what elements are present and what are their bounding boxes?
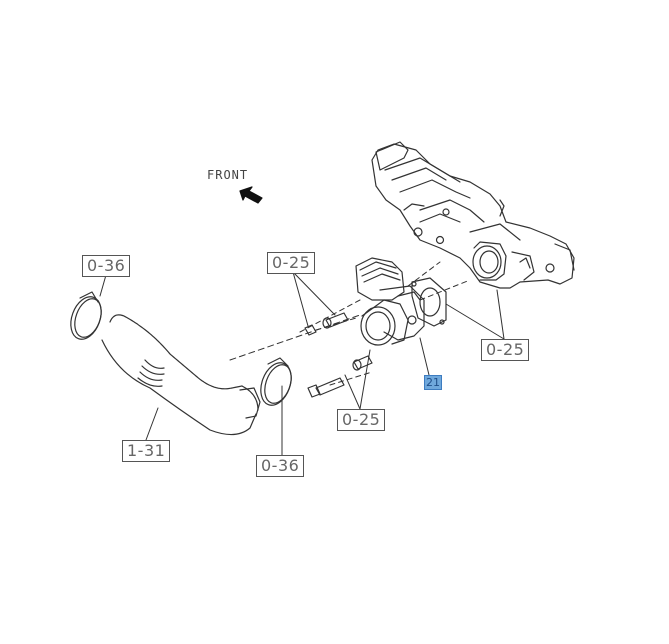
hose-clamp-left xyxy=(70,291,102,340)
throttle-body xyxy=(355,257,425,346)
gasket xyxy=(411,277,447,327)
hose-clamp-right xyxy=(260,357,292,406)
front-orientation-label: FRONT xyxy=(207,168,249,182)
callout-gasket-manifold[interactable]: 0-25 xyxy=(481,339,530,361)
callout-clamp-right[interactable]: 0-36 xyxy=(256,455,305,477)
callout-hose[interactable]: 1-31 xyxy=(122,440,171,462)
callout-bolts-lower[interactable]: 0-25 xyxy=(337,409,386,431)
callout-bolts-upper[interactable]: 0-25 xyxy=(267,252,316,274)
air-hose xyxy=(101,314,261,436)
leader-lines xyxy=(99,261,505,456)
callout-clamp-left[interactable]: 0-36 xyxy=(82,255,131,277)
arrow-up-left-icon xyxy=(239,186,263,204)
highlighted-part-number[interactable]: 21 xyxy=(424,375,442,390)
intake-manifold xyxy=(371,141,575,289)
bolts xyxy=(304,312,373,398)
